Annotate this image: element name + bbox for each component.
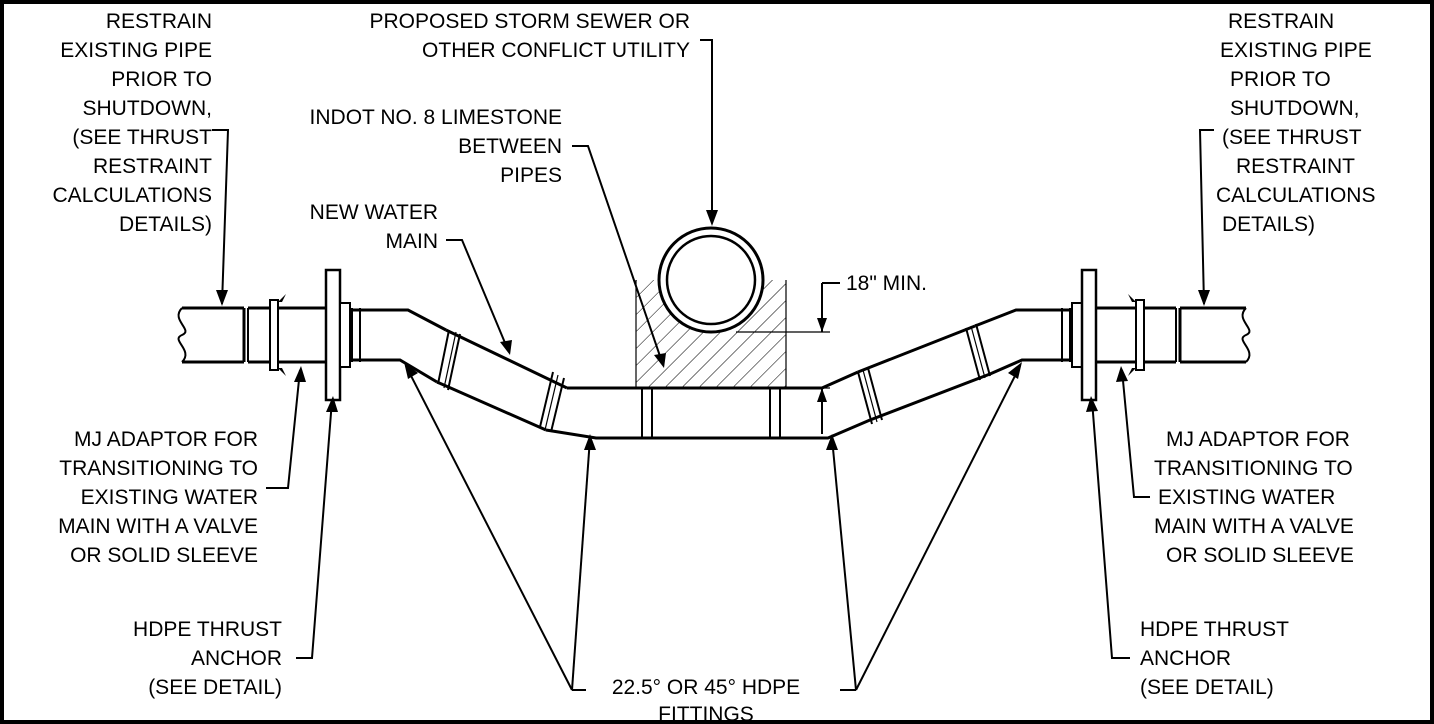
label-new-water-main: NEW WATER MAIN bbox=[310, 201, 438, 253]
leader-lines bbox=[212, 39, 1214, 691]
text-line: MJ ADAPTOR FOR bbox=[1166, 428, 1350, 451]
text-line: EXISTING PIPE bbox=[1220, 39, 1372, 62]
label-fittings: 22.5° OR 45° HDPE FITTINGS bbox=[612, 676, 800, 724]
text-line: RESTRAIN bbox=[1228, 10, 1334, 33]
text-line: (SEE THRUST bbox=[72, 126, 212, 149]
text-line: ANCHOR bbox=[191, 647, 282, 670]
text-line: NEW WATER bbox=[310, 201, 438, 224]
text-line: MJ ADAPTOR FOR bbox=[74, 428, 258, 451]
text-line: RESTRAINT bbox=[93, 155, 212, 178]
text-line: INDOT NO. 8 LIMESTONE bbox=[310, 106, 562, 129]
text-line: MAIN WITH A VALVE bbox=[1154, 515, 1354, 538]
label-storm-sewer: PROPOSED STORM SEWER OR OTHER CONFLICT U… bbox=[370, 10, 691, 62]
label-mj-adaptor-right: MJ ADAPTOR FOR TRANSITIONING TO EXISTING… bbox=[1154, 428, 1354, 567]
text-line: CALCULATIONS bbox=[1216, 184, 1375, 207]
text-line: OTHER CONFLICT UTILITY bbox=[422, 39, 690, 62]
label-thrust-anchor-right: HDPE THRUST ANCHOR (SEE DETAIL) bbox=[1140, 618, 1289, 699]
label-thrust-anchor-left: HDPE THRUST ANCHOR (SEE DETAIL) bbox=[133, 618, 282, 699]
text-line: PRIOR TO bbox=[111, 68, 212, 91]
text-line: SHUTDOWN, bbox=[83, 97, 213, 120]
text-line: OR SOLID SLEEVE bbox=[70, 544, 258, 567]
text-line: CALCULATIONS bbox=[53, 184, 212, 207]
text-line: SHUTDOWN, bbox=[1230, 97, 1360, 120]
text-line: PROPOSED STORM SEWER OR bbox=[370, 10, 691, 33]
text-line: HDPE THRUST bbox=[133, 618, 282, 641]
text-line: TRANSITIONING TO bbox=[1154, 457, 1353, 480]
text-line: ANCHOR bbox=[1140, 647, 1231, 670]
text-line: DETAILS) bbox=[119, 213, 212, 236]
text-line: MAIN bbox=[386, 230, 439, 253]
label-mj-adaptor-left: MJ ADAPTOR FOR TRANSITIONING TO EXISTING… bbox=[58, 428, 258, 567]
text-line: MAIN WITH A VALVE bbox=[58, 515, 258, 538]
text-line: PIPES bbox=[500, 164, 562, 187]
label-restrain-left: RESTRAIN EXISTING PIPE PRIOR TO SHUTDOWN… bbox=[53, 10, 213, 236]
text-line: RESTRAINT bbox=[1236, 155, 1355, 178]
text-line: DETAILS) bbox=[1222, 213, 1315, 236]
text-line: OR SOLID SLEEVE bbox=[1166, 544, 1354, 567]
clearance-text: 18" MIN. bbox=[846, 272, 927, 295]
water-main-profile bbox=[177, 268, 1251, 440]
text-line: (SEE DETAIL) bbox=[1140, 676, 1274, 699]
text-line: 22.5° OR 45° HDPE bbox=[612, 676, 800, 699]
text-line: FITTINGS bbox=[658, 703, 754, 724]
label-clearance: 18" MIN. bbox=[846, 272, 927, 295]
text-line: HDPE THRUST bbox=[1140, 618, 1289, 641]
text-line: EXISTING WATER bbox=[81, 486, 258, 509]
label-restrain-right: RESTRAIN EXISTING PIPE PRIOR TO SHUTDOWN… bbox=[1216, 10, 1375, 236]
text-line: (SEE THRUST bbox=[1222, 126, 1362, 149]
text-line: TRANSITIONING TO bbox=[59, 457, 258, 480]
text-line: EXISTING WATER bbox=[1158, 486, 1335, 509]
text-line: EXISTING PIPE bbox=[60, 39, 212, 62]
text-line: RESTRAIN bbox=[106, 10, 212, 33]
label-limestone: INDOT NO. 8 LIMESTONE BETWEEN PIPES bbox=[310, 106, 562, 187]
text-line: BETWEEN bbox=[458, 135, 562, 158]
storm-sewer-pipe bbox=[657, 226, 765, 334]
text-line: (SEE DETAIL) bbox=[148, 676, 282, 699]
text-line: PRIOR TO bbox=[1230, 68, 1331, 91]
